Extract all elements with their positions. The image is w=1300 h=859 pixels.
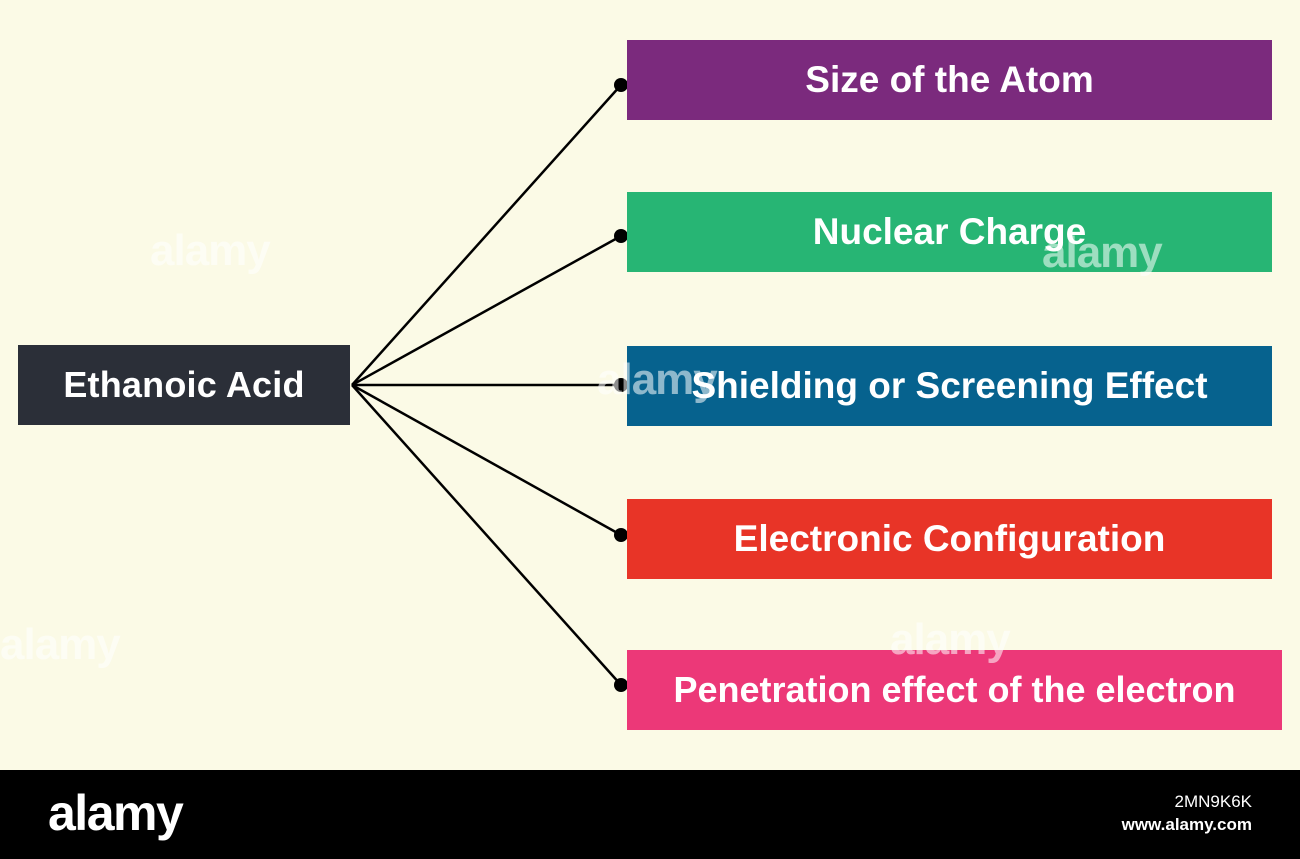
branch-node-electronic-config: Electronic Configuration bbox=[627, 499, 1272, 579]
connector-dot-size-of-atom bbox=[614, 78, 628, 92]
connector-dot-nuclear-charge bbox=[614, 229, 628, 243]
branch-label-size-of-atom: Size of the Atom bbox=[805, 59, 1094, 100]
branch-node-penetration: Penetration effect of the electron bbox=[627, 650, 1282, 730]
diagram-canvas: Ethanoic Acid Size of the Atom Nuclear C… bbox=[0, 40, 1282, 730]
branch-label-nuclear-charge: Nuclear Charge bbox=[812, 211, 1087, 252]
branch-label-penetration: Penetration effect of the electron bbox=[673, 669, 1236, 710]
connector-dot-shielding bbox=[614, 378, 628, 392]
connector-lines bbox=[351, 78, 628, 692]
image-id: 2MN9K6K bbox=[1174, 792, 1252, 811]
connector-line-size-of-atom bbox=[351, 84, 622, 386]
alamy-logo: alamy bbox=[48, 785, 184, 841]
root-node: Ethanoic Acid bbox=[18, 345, 350, 425]
connector-line-penetration bbox=[351, 384, 622, 686]
branch-node-shielding: Shielding or Screening Effect bbox=[627, 346, 1272, 426]
root-node-label: Ethanoic Acid bbox=[63, 364, 305, 405]
branch-label-shielding: Shielding or Screening Effect bbox=[691, 365, 1208, 406]
branch-node-size-of-atom: Size of the Atom bbox=[627, 40, 1272, 120]
connector-line-nuclear-charge bbox=[351, 234, 622, 387]
connector-dot-electronic-config bbox=[614, 528, 628, 542]
site-url: www.alamy.com bbox=[1121, 815, 1252, 834]
connector-line-electronic-config bbox=[351, 383, 622, 537]
branch-node-nuclear-charge: Nuclear Charge bbox=[627, 192, 1272, 272]
branch-label-electronic-config: Electronic Configuration bbox=[733, 518, 1166, 559]
footer-bar: alamy 2MN9K6K www.alamy.com bbox=[0, 770, 1300, 859]
connector-dot-penetration bbox=[614, 678, 628, 692]
